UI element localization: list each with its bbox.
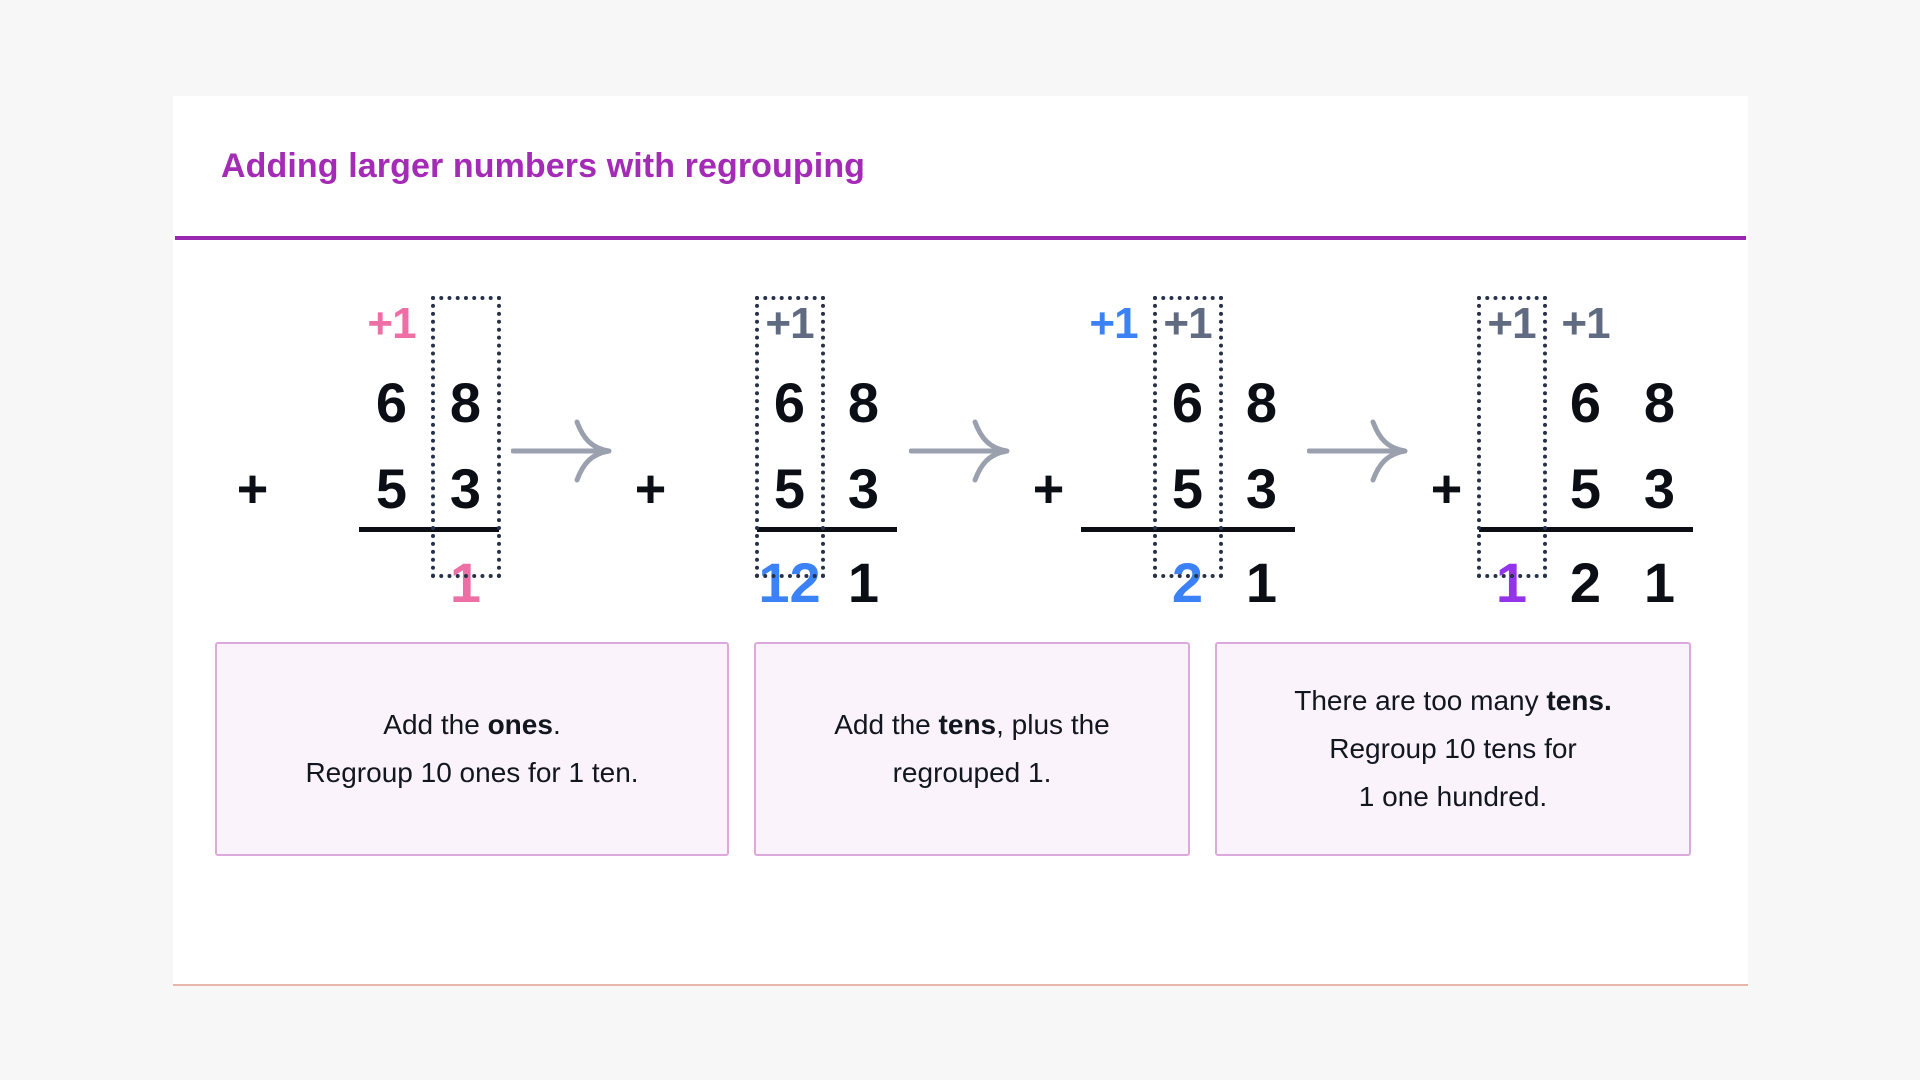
addition-step-2: + +1 6 5 12 8 3 1 — [623, 288, 901, 624]
top-addend-tens: 6 — [1171, 371, 1204, 434]
arrow-step1-to-step2 — [503, 418, 623, 484]
column-hundreds: +1 — [1077, 288, 1151, 624]
caption-line: There are too many tens. — [1294, 677, 1611, 725]
column-ones: 8 3 1 — [1623, 288, 1697, 624]
caption-line: Regroup 10 ones for 1 ten. — [305, 749, 638, 797]
plus-operator: + — [236, 459, 269, 519]
top-addend-ones: 8 — [1245, 371, 1278, 434]
column-ones: 8 3 1 — [1225, 288, 1299, 624]
addition-rule-line — [1080, 527, 1295, 532]
caption-line: Add the ones. — [383, 701, 560, 749]
column-hundreds — [281, 288, 355, 624]
bottom-addend-tens: 5 — [1569, 457, 1602, 520]
column-tens: +1 6 5 2 — [1151, 288, 1225, 624]
top-addend-tens: 6 — [773, 371, 806, 434]
sum-tens: 12 — [758, 551, 821, 614]
sum-hundreds: 1 — [1495, 551, 1528, 614]
place-value-grid: +1 6 5 12 8 3 1 — [679, 288, 901, 624]
caption-emphasis: tens. — [1546, 684, 1612, 716]
page-title: Adding larger numbers with regrouping — [221, 146, 866, 185]
caption-line: Regroup 10 tens for — [1329, 725, 1577, 773]
sum-ones: 1 — [847, 551, 880, 614]
column-hundreds: +1 1 — [1475, 288, 1549, 624]
right-arrow-icon — [908, 419, 1009, 483]
caption-text: There are too many — [1294, 684, 1547, 716]
addition-rule-line — [1478, 527, 1693, 532]
carry-tens: +1 — [367, 299, 416, 348]
bottom-addend-ones: 3 — [1245, 457, 1278, 520]
top-addend-tens: 6 — [375, 371, 408, 434]
lesson-card: Adding larger numbers with regrouping ++… — [173, 96, 1748, 986]
caption-text: Add the — [383, 708, 488, 740]
place-value-grid: +1 +1 6 5 2 8 3 1 — [1077, 288, 1299, 624]
column-tens: +1 6 5 — [355, 288, 429, 624]
bottom-addend-tens: 5 — [375, 457, 408, 520]
addition-rule-line — [756, 527, 897, 532]
caption-text: regrouped 1. — [892, 757, 1052, 788]
caption-line: Add the tens, plus the — [834, 701, 1110, 749]
plus-operator: + — [1032, 459, 1065, 519]
caption-2: Add the tens, plus the regrouped 1. — [754, 642, 1190, 856]
carry-tens: +1 — [1163, 299, 1212, 348]
carry-hundreds: +1 — [1089, 299, 1138, 348]
column-hundreds — [679, 288, 753, 624]
sum-tens: 2 — [1569, 551, 1602, 614]
bottom-addend-ones: 3 — [847, 457, 880, 520]
sum-ones: 1 — [449, 551, 482, 614]
top-addend-ones: 8 — [847, 371, 880, 434]
carry-tens: +1 — [1561, 299, 1610, 348]
operator-column: + — [225, 288, 281, 532]
operator-column: + — [1419, 288, 1475, 532]
right-arrow-icon — [510, 419, 611, 483]
operator-column: + — [1021, 288, 1077, 532]
column-tens: +1 6 5 2 — [1549, 288, 1623, 624]
sum-ones: 1 — [1245, 551, 1278, 614]
bottom-addend-tens: 5 — [773, 457, 806, 520]
column-ones: 8 3 1 — [827, 288, 901, 624]
plus-operator: + — [634, 459, 667, 519]
caption-text: Add the — [834, 708, 939, 740]
carry-hundreds: +1 — [1487, 299, 1536, 348]
captions-row: Add the ones.Regroup 10 ones for 1 ten.A… — [173, 642, 1748, 856]
top-addend-tens: 6 — [1569, 371, 1602, 434]
caption-text: 1 one hundred. — [1358, 781, 1548, 813]
operator-column: + — [623, 288, 679, 532]
top-addend-ones: 8 — [449, 371, 482, 434]
carry-tens: +1 — [765, 299, 814, 348]
title-divider — [175, 236, 1746, 240]
caption-text-tail: , plus the — [996, 708, 1110, 740]
sum-ones: 1 — [1643, 551, 1676, 614]
addition-rule-line — [358, 527, 499, 532]
caption-3: There are too many tens. Regroup 10 tens … — [1215, 642, 1691, 856]
bottom-addend-tens: 5 — [1171, 457, 1204, 520]
caption-line: 1 one hundred. — [1359, 773, 1547, 821]
arrow-step2-to-step3 — [901, 418, 1021, 484]
bottom-addend-ones: 3 — [449, 457, 482, 520]
caption-text: Regroup 10 tens for — [1329, 732, 1577, 764]
place-value-grid: +1 1 +1 6 5 2 8 3 1 — [1475, 288, 1697, 624]
caption-text-tail: . — [552, 708, 561, 740]
caption-line: regrouped 1. — [893, 749, 1052, 797]
bottom-addend-ones: 3 — [1643, 457, 1676, 520]
addition-step-4: + +1 1 +1 6 5 2 8 3 1 — [1419, 288, 1697, 624]
top-addend-ones: 8 — [1643, 371, 1676, 434]
caption-emphasis: tens — [938, 708, 997, 740]
column-tens: +1 6 5 12 — [753, 288, 827, 624]
right-arrow-icon — [1306, 419, 1407, 483]
plus-operator: + — [1430, 459, 1463, 519]
sum-tens: 2 — [1171, 551, 1204, 614]
addition-step-3: + +1 +1 6 5 2 8 3 1 — [1021, 288, 1299, 624]
caption-1: Add the ones. Regroup 10 ones for 1 ten. — [215, 642, 729, 856]
arrow-step3-to-step4 — [1299, 418, 1419, 484]
caption-text: Regroup 10 ones for 1 ten. — [305, 757, 639, 788]
column-ones: 8 3 1 — [429, 288, 503, 624]
caption-emphasis: ones — [487, 708, 553, 740]
card-header: Adding larger numbers with regrouping — [173, 96, 1748, 236]
